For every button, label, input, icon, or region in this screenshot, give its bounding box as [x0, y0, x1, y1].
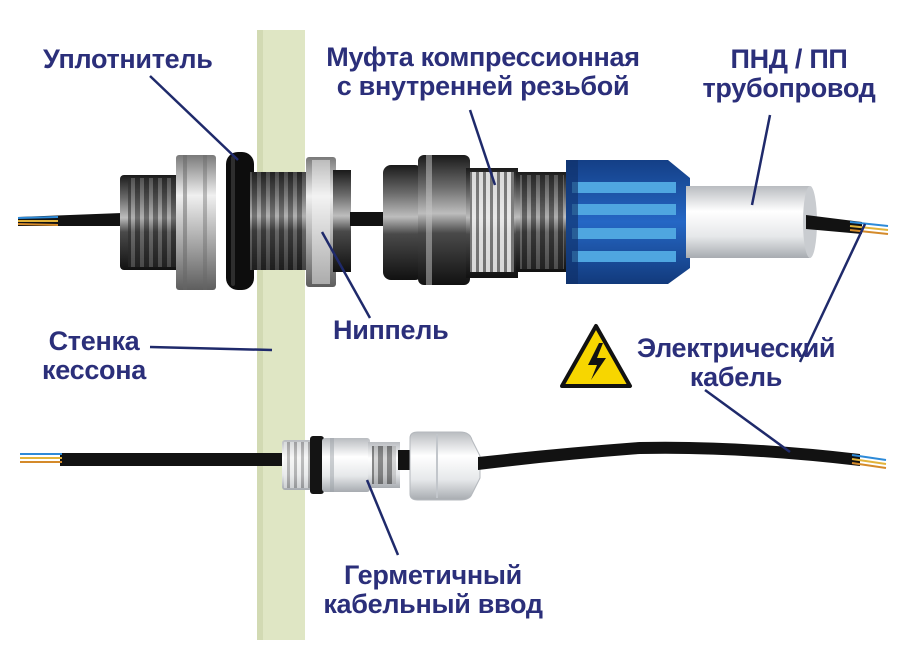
coupling-label-line2: с внутренней резьбой — [336, 71, 630, 101]
label-caisson-wall: Стенка кессона — [40, 327, 148, 385]
leader-lines — [149, 75, 867, 556]
seal-ring — [226, 152, 254, 290]
leader-pipe — [750, 114, 772, 206]
leader-gland — [365, 479, 400, 556]
top-gland-body — [120, 155, 216, 290]
wall-shade — [257, 30, 263, 640]
label-nipple: Ниппель — [333, 315, 449, 345]
caisson-wall — [257, 30, 305, 640]
top-left-cable — [17, 213, 122, 226]
gland-label-line1: Герметичный — [344, 560, 522, 590]
wall-label-line2: кессона — [42, 355, 146, 385]
gland-label-line2: кабельный ввод — [323, 589, 543, 619]
pipe-label-line2: трубопровод — [702, 73, 876, 103]
wall-label-line1: Стенка — [48, 326, 140, 356]
label-cable-gland: Герметичный кабельный ввод — [318, 561, 548, 619]
cable-label-line1: Электрический — [636, 333, 836, 363]
leader-coupling — [468, 109, 497, 186]
seal-label-text: Уплотнитель — [43, 44, 213, 74]
leader-nipple — [320, 231, 372, 319]
leader-cable-top — [798, 223, 867, 363]
compression-coupling — [383, 155, 568, 285]
cable-gland — [282, 431, 481, 501]
label-compression-coupling: Муфта компрессионная с внутренней резьбо… — [320, 43, 646, 101]
leader-wall — [149, 345, 273, 352]
bottom-right-cable — [478, 441, 887, 470]
pe-pipe — [686, 186, 817, 258]
top-right-cable — [806, 215, 889, 235]
leader-cable — [704, 388, 791, 454]
warning-high-voltage-icon — [560, 324, 632, 388]
label-electric-cable: Электрический кабель — [636, 334, 836, 392]
nipple-label-text: Ниппель — [333, 315, 449, 345]
leader-seal — [149, 75, 239, 161]
blue-compression-nut — [566, 160, 690, 284]
nipple-nut — [306, 157, 351, 287]
coupling-label-line1: Муфта компрессионная — [326, 42, 640, 72]
bottom-left-cable — [20, 453, 282, 466]
pipe-label-line1: ПНД / ПП — [730, 44, 848, 74]
label-seal: Уплотнитель — [43, 45, 213, 74]
cable-label-line2: кабель — [689, 362, 783, 392]
label-pe-pipe: ПНД / ПП трубопровод — [692, 45, 886, 103]
